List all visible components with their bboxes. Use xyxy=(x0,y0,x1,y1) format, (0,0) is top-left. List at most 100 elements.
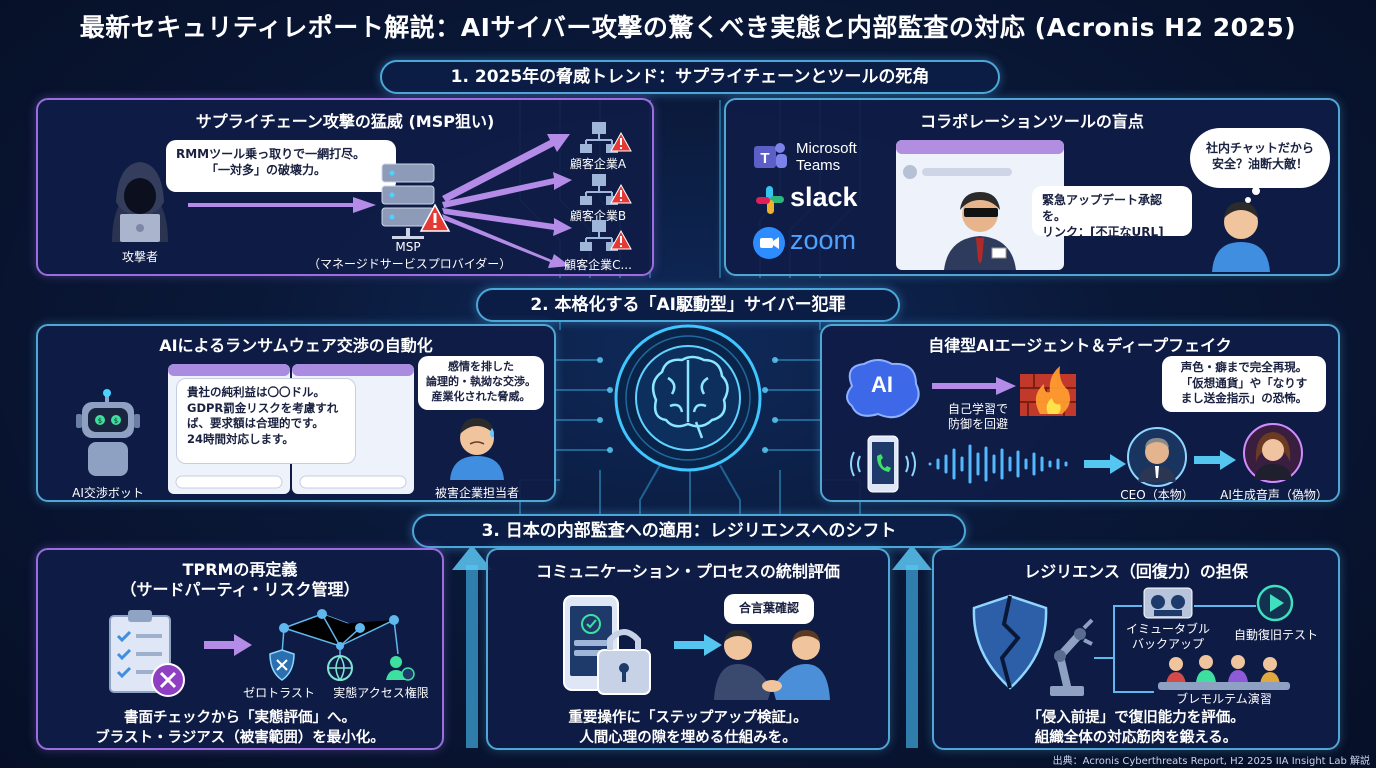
msp-label: MSP xyxy=(395,240,421,254)
to-ceo-arrow-icon xyxy=(1084,454,1126,474)
collab-title: コラボレーションツールの盲点 xyxy=(920,112,1144,131)
svg-text:T: T xyxy=(760,150,769,167)
firewall-icon xyxy=(1020,366,1076,416)
ransom-bubble-line1: 感情を排した xyxy=(448,360,514,373)
ransom-bubble-line3: 産業化された脅威。 xyxy=(431,389,531,403)
phishing-chat-bubble: 緊急アップデート承認を。 リンク：[不正なURL] xyxy=(1032,186,1192,239)
ai-blob-icon xyxy=(846,359,920,419)
teams-logo-line1: Microsoft xyxy=(796,140,857,157)
tprm-title-line2: （サードパーティ・リスク管理） xyxy=(120,580,360,599)
ai-bot-label: AI交渉ボット xyxy=(72,486,144,500)
zoom-logo: zoom xyxy=(790,225,857,255)
client-b-label: 顧客企業B xyxy=(569,209,627,223)
negotiation-line1: 貴社の純利益は〇〇ドル。 xyxy=(187,385,325,399)
fake-voice-label: AI生成音声（偽物） xyxy=(1220,488,1328,502)
client-c-alert-icon xyxy=(610,229,632,250)
slack-logo: slack xyxy=(790,182,858,212)
client-b-alert-icon xyxy=(610,183,632,204)
negotiation-line2: GDPR罰金リスクを考慮すれ xyxy=(187,400,339,415)
password-bubble: 合言葉確認 xyxy=(724,594,814,624)
deepfake-line3: まし送金指示」の恐怖。 xyxy=(1180,391,1308,406)
resilience-caption-line2: 組織全体の対応筋肉を鍛える。 xyxy=(1034,730,1238,746)
svg-text:$: $ xyxy=(114,417,118,425)
phishing-line1: 緊急アップデート承認を。 xyxy=(1042,193,1163,224)
teams-icon: T xyxy=(754,143,787,168)
thought-line2: 安全？油断大敵！ xyxy=(1211,157,1308,172)
supply-chain-panel: サプライチェーン攻撃の猛威 (MSP狙い) 攻撃者 RMMツール乗っ取りで一網打… xyxy=(36,98,654,276)
access-label: 実態アクセス権限 xyxy=(333,686,429,700)
robot-arm-icon xyxy=(1050,618,1094,696)
tprm-title-line1: TPRMの再定義 xyxy=(182,560,298,579)
ceo-avatar xyxy=(1127,427,1187,487)
phone-icon xyxy=(850,435,916,493)
negotiation-line3: ば、要求額は合理的です。 xyxy=(187,416,324,431)
negotiation-line4: 24時間対応します。 xyxy=(187,431,294,446)
victim-label: 被害企業担当者 xyxy=(434,486,519,500)
zoom-icon xyxy=(753,227,785,259)
bypass-arrow-icon xyxy=(932,377,1016,395)
ceo-label: CEO（本物） xyxy=(1120,488,1194,502)
section2-heading: 2. 本格化する「AI駆動型」サイバー犯罪 xyxy=(476,288,900,322)
tprm-caption-line2: ブラスト・ラジアス（被害範囲）を最小化。 xyxy=(95,730,385,746)
resilience-title: レジリエンス（回復力）の担保 xyxy=(1024,562,1248,581)
ai-bot-icon: $ $ xyxy=(76,389,140,476)
deepfake-bubble: 声色・癖まで完全再現。 「仮想通貨」や「なりす まし送金指示」の恐怖。 xyxy=(1162,356,1326,412)
bypass-label-line2: 防御を回避 xyxy=(947,417,1008,431)
zero-trust-network-icon xyxy=(269,609,415,681)
agent-title: 自律型AIエージェント＆ディープフェイク xyxy=(928,336,1232,355)
section1-heading: 1. 2025年の脅威トレンド：サプライチェーンとツールの死角 xyxy=(380,60,1000,94)
handshake-icon xyxy=(714,630,830,700)
rmm-bubble-line2: 「一対多」の破壊力。 xyxy=(206,163,327,178)
attack-arrow-icon xyxy=(188,197,376,213)
resilience-panel: レジリエンス（回復力）の担保 イミュータブル バックアップ 自動復旧テスト ブ xyxy=(932,548,1340,750)
collab-panel: コラボレーションツールの盲点 T Microsoft Teams slack z… xyxy=(724,98,1340,276)
victim-icon xyxy=(450,418,504,480)
tprm-arrow-icon xyxy=(204,634,252,656)
attacker-label: 攻撃者 xyxy=(121,250,158,264)
backup-label-line2: バックアップ xyxy=(1131,637,1204,651)
msp-sub-label: （マネージドサービスプロバイダー） xyxy=(308,257,512,271)
backup-tape-icon xyxy=(1143,587,1193,619)
test-label: 自動復旧テスト xyxy=(1233,628,1318,642)
client-a-alert-icon xyxy=(610,131,632,152)
drill-label: ブレモルテム演習 xyxy=(1176,692,1272,706)
comms-arrow-icon xyxy=(674,634,722,656)
ai-brain-icon xyxy=(614,324,762,472)
rmm-bubble: RMMツール乗っ取りで一網打尽。 「一対多」の破壊力。 xyxy=(166,140,396,192)
client-a-label: 顧客企業A xyxy=(569,157,627,171)
broken-shield-icon xyxy=(972,594,1048,690)
ransom-title: AIによるランサムウェア交渉の自動化 xyxy=(159,336,433,355)
hacker-icon xyxy=(112,162,168,242)
tprm-caption-line1: 書面チェックから「実態評価」へ。 xyxy=(124,710,356,726)
phishing-line2: リンク：[不正なURL] xyxy=(1042,225,1164,240)
bypass-label-line1: 自己学習で xyxy=(947,402,1008,416)
fan-arrows-icon xyxy=(442,134,572,268)
to-fake-arrow-icon xyxy=(1194,450,1236,470)
ai-blob-text: AI xyxy=(871,372,893,397)
negotiation-text: 貴社の純利益は〇〇ドル。 GDPR罰金リスクを考慮すれ ば、要求額は合理的です。… xyxy=(176,378,356,464)
source-note: 出典：Acronis Cyberthreats Report, H2 2025 … xyxy=(1052,756,1370,767)
thought-dots-icon xyxy=(1245,187,1260,203)
deepfake-line1: 声色・癖まで完全再現。 xyxy=(1180,360,1308,374)
rmm-bubble-line1: RMMツール乗っ取りで一網打尽。 xyxy=(176,147,366,161)
supply-chain-title: サプライチェーン攻撃の猛威 (MSP狙い) xyxy=(195,112,495,131)
deepfake-line2: 「仮想通貨」や「なりす xyxy=(1180,375,1308,390)
backup-label-line1: イミュータブル xyxy=(1125,622,1210,636)
comms-panel: コミュニケーション・プロセスの統制評価 合言葉確認 重要操作に「ステップアップ検… xyxy=(486,548,890,750)
up-arrow-right xyxy=(892,545,932,748)
employee-icon xyxy=(1212,202,1270,272)
thought-line1: 社内チャットだから xyxy=(1206,141,1314,155)
agent-panel: 自律型AIエージェント＆ディープフェイク AI 自己学習で 防御を回避 声色・癖… xyxy=(820,324,1340,502)
comms-caption-line1: 重要操作に「ステップアップ検証」。 xyxy=(568,710,808,726)
thought-bubble: 社内チャットだから 安全？油断大敵！ xyxy=(1190,128,1330,188)
fake-avatar xyxy=(1243,423,1303,483)
section3-heading: 3. 日本の内部監査への適用：レジリエンスへのシフト xyxy=(412,514,966,548)
up-arrow-left xyxy=(452,545,492,748)
checklist-icon xyxy=(109,610,185,697)
alert-icon xyxy=(419,203,451,232)
phone-lock-icon xyxy=(563,595,651,695)
comms-title: コミュニケーション・プロセスの統制評価 xyxy=(536,562,840,581)
tprm-panel: TPRMの再定義 （サードパーティ・リスク管理） ゼロトラスト 実態アクセス権限… xyxy=(36,548,444,750)
resilience-caption-line1: 「侵入前提」で復旧能力を評価。 xyxy=(1027,710,1245,726)
password-bubble-text: 合言葉確認 xyxy=(738,601,799,615)
